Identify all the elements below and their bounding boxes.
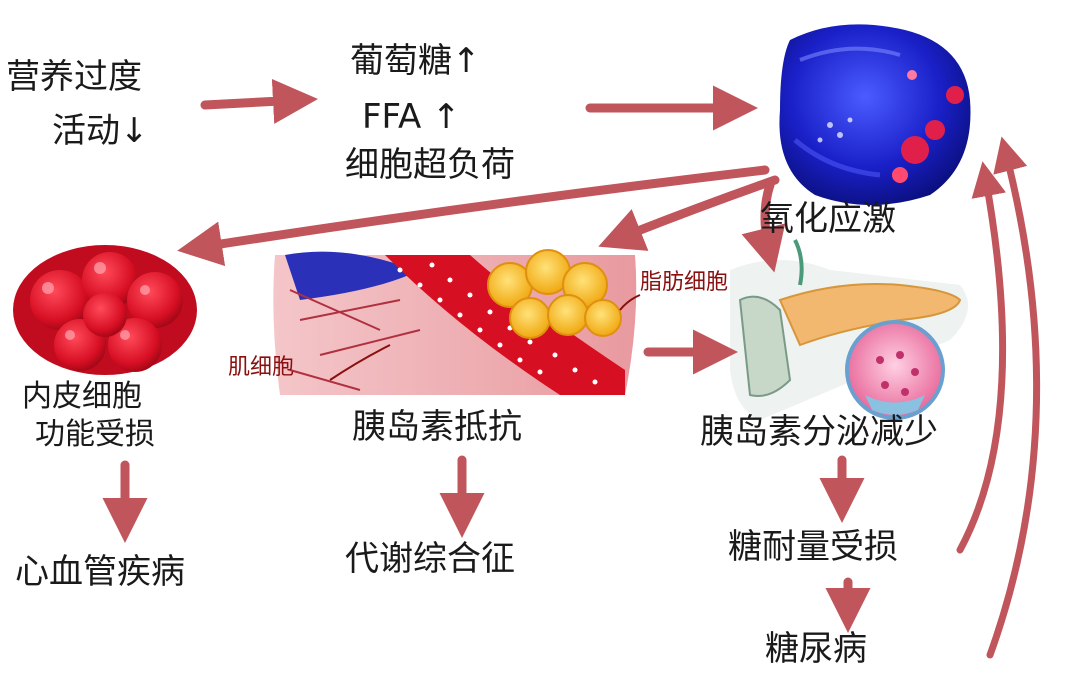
node-oxidative-stress: 氧化应激 — [760, 199, 896, 239]
node-metabolic-syndrome: 代谢综合征 — [345, 539, 515, 579]
arrow-oxidative-to-pancreas — [741, 180, 786, 273]
node-cardiovascular-disease: 心血管疾病 — [15, 552, 185, 592]
node-glucose: 葡萄糖↑ — [350, 41, 481, 81]
label-muscle-cell: 肌细胞 — [228, 355, 295, 380]
node-cell-overload: 细胞超负荷 — [345, 145, 515, 185]
node-endothelial-dysfunction: 功能受损 — [35, 417, 155, 452]
node-insulin-resistance: 胰岛素抵抗 — [352, 407, 522, 447]
node-impaired-glucose-tolerance: 糖耐量受损 — [728, 527, 898, 567]
node-endothelial: 内皮细胞 — [22, 379, 142, 414]
node-diabetes: 糖尿病 — [765, 629, 867, 669]
insulin-resistance-illustration — [273, 249, 641, 395]
arrow-oxidative-to-endothelial — [177, 165, 770, 267]
node-insulin-secretion-decrease: 胰岛素分泌减少 — [700, 412, 938, 452]
label-fat-cell: 脂肪细胞 — [640, 270, 729, 295]
oxidative-cell-illustration — [779, 24, 971, 205]
arrow-overnutrition-to-glucose — [200, 78, 318, 124]
pancreas-illustration — [730, 239, 968, 420]
arrow-tolerance-feedback — [956, 161, 1007, 554]
node-overnutrition: 营养过度 — [6, 57, 142, 97]
endothelial-cell-illustration — [13, 245, 197, 375]
arrow-diabetes-feedback — [986, 136, 1041, 659]
node-less-activity: 活动↓ — [52, 111, 149, 151]
flow-arrows — [102, 78, 1041, 659]
arrow-oxidative-to-insulin-resistance — [598, 175, 780, 251]
node-ffa: FFA ↑ — [362, 97, 461, 137]
